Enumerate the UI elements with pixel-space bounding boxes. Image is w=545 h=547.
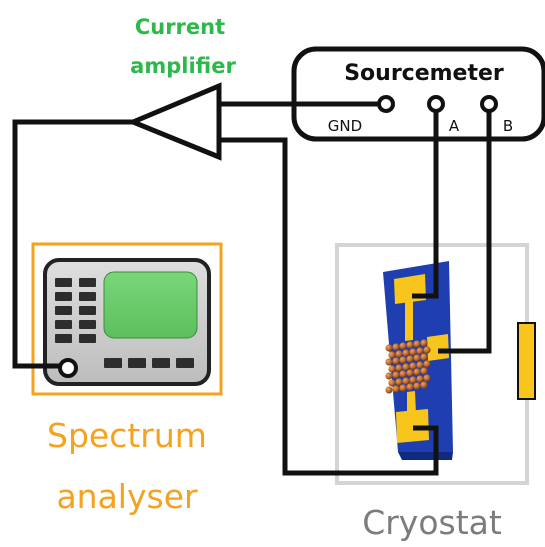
nanostructure-dot — [420, 367, 428, 375]
nanostructure-dot — [385, 344, 393, 352]
nanostructure-dot — [388, 379, 396, 387]
wire-terminal-a-to-sample — [412, 107, 439, 299]
nanostructure-dot — [423, 360, 431, 368]
nanostructure-dot — [399, 370, 407, 378]
nanostructure-dot — [402, 349, 410, 357]
gnd-terminal-label: GND — [328, 117, 362, 135]
nanostructure-dot — [423, 346, 431, 354]
cryostat-label: Cryostat — [362, 503, 502, 542]
nanostructure-dot — [409, 376, 417, 384]
nanostructure-array — [385, 339, 431, 394]
nanostructure-dot — [420, 353, 428, 361]
terminal-b-icon — [480, 95, 498, 113]
terminal-a-icon — [427, 95, 445, 113]
nanostructure-dot — [392, 385, 400, 393]
nanostructure-dot — [416, 361, 424, 369]
nanostructure-dot — [413, 354, 421, 362]
wire-amplifier-to-sample — [219, 137, 439, 476]
nanostructure-dot — [413, 368, 421, 376]
nanostructure-dot — [406, 341, 414, 349]
nanostructure-dot — [406, 355, 414, 363]
nanostructure-dot — [392, 357, 400, 365]
contact-pads — [394, 274, 449, 443]
nanostructure-dot — [406, 383, 414, 391]
nanostructure-dot — [402, 377, 410, 385]
analyser-input-port-icon — [58, 358, 78, 378]
nanostructure-dot — [388, 365, 396, 373]
nanostructure-dot — [420, 381, 428, 389]
nanostructure-dot — [409, 362, 417, 370]
spectrum-analyser-function-keys — [104, 358, 194, 368]
wire-terminal-b-to-sample — [438, 107, 492, 354]
nanostructure-dot — [409, 348, 417, 356]
nanostructure-dot — [399, 356, 407, 364]
nanostructure-dot — [395, 364, 403, 372]
nanostructure-dot — [392, 343, 400, 351]
gnd-terminal-icon — [377, 95, 395, 113]
nanostructure-dot — [402, 363, 410, 371]
terminals — [58, 95, 498, 378]
nanostructure-dot — [388, 351, 396, 359]
nanostructure-dot — [395, 378, 403, 386]
cryostat: Cryostat — [335, 243, 536, 542]
sourcemeter: Sourcemeter GND A B — [291, 46, 545, 142]
sourcemeter-box — [291, 46, 545, 142]
amplifier-triangle-icon — [126, 82, 222, 161]
cryostat-window — [517, 322, 536, 400]
wiring — [12, 101, 492, 476]
nanostructure-dot — [385, 386, 393, 394]
sample-substrate-edge — [398, 452, 453, 460]
nanostructure-dot — [385, 372, 393, 380]
nanostructure-dot — [399, 384, 407, 392]
terminal-b-label: B — [503, 117, 513, 135]
spectrum-analyser-label-line1: Spectrum — [47, 416, 207, 455]
nanostructure-dot — [416, 375, 424, 383]
nanostructure-dot — [406, 369, 414, 377]
wire-amplifier-to-analyser — [12, 119, 133, 369]
nanostructure-dot — [395, 350, 403, 358]
current-amplifier: Current amplifier — [126, 15, 236, 161]
spectrum-analyser: Spectrum analyser — [31, 242, 223, 516]
nanostructure-dot — [413, 340, 421, 348]
sourcemeter-label: Sourcemeter — [344, 61, 504, 86]
spectrum-analyser-keypad — [55, 278, 96, 343]
nanostructure-dot — [399, 342, 407, 350]
sample-chip — [383, 261, 453, 460]
nanostructure-dot — [420, 339, 428, 347]
current-amplifier-label-line1: Current — [135, 15, 225, 39]
nanostructure-dot — [413, 382, 421, 390]
nanostructure-dot — [416, 347, 424, 355]
nanostructure-dot — [385, 358, 393, 366]
spectrum-analyser-screen — [103, 271, 198, 339]
nanostructure-dot — [423, 374, 431, 382]
spectrum-analyser-label-line2: analyser — [56, 477, 198, 516]
nanostructure-dot — [392, 371, 400, 379]
terminal-a-label: A — [449, 117, 460, 135]
current-amplifier-label-line2: amplifier — [130, 54, 236, 78]
